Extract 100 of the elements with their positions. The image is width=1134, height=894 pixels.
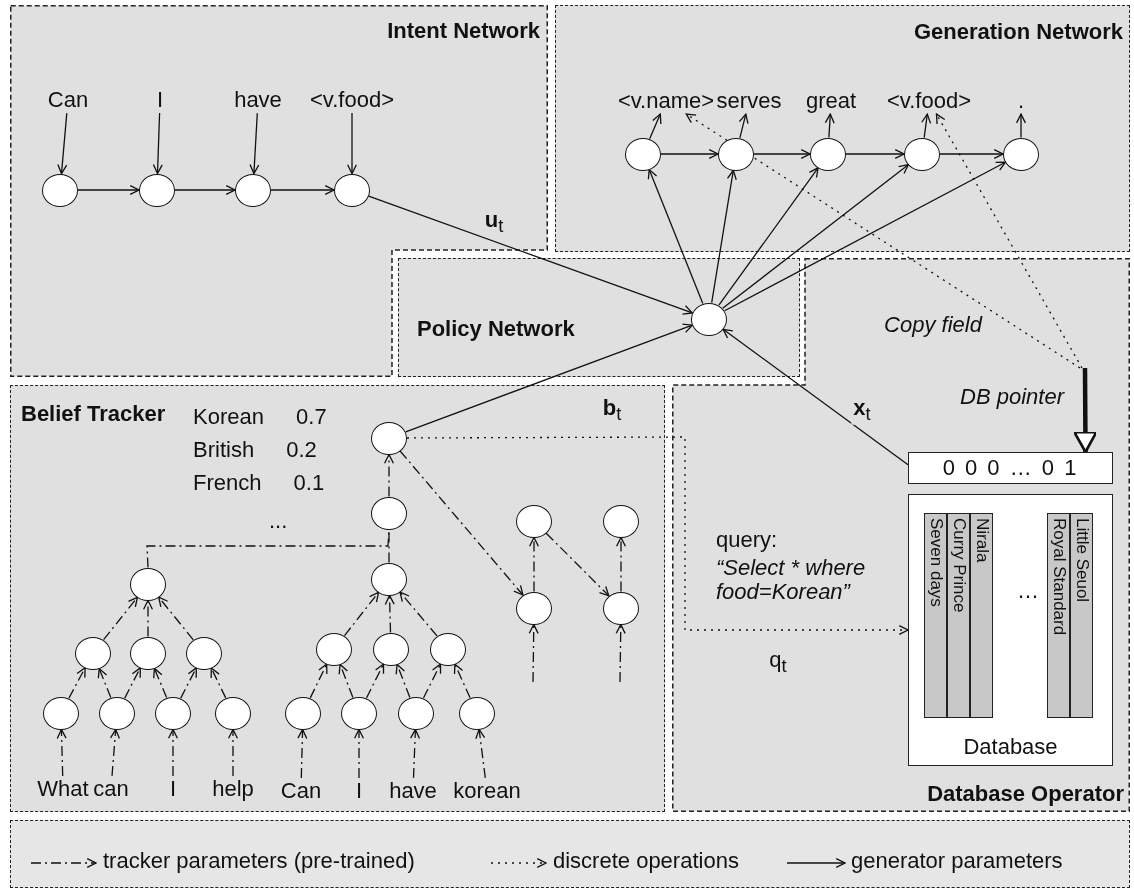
arrow	[722, 328, 909, 466]
word-label: can	[93, 776, 129, 802]
arrow	[685, 113, 1081, 369]
neuron-circle	[186, 636, 222, 670]
panel-title: Belief Tracker	[21, 402, 166, 427]
arrow	[383, 453, 395, 498]
arrow	[711, 169, 737, 304]
table-column: Seven days	[924, 513, 947, 718]
arrow	[718, 167, 819, 306]
legend-label: generator parameters	[851, 849, 1063, 874]
arrow	[68, 667, 86, 699]
query-text: “Select * where food=Korean”	[716, 556, 867, 605]
arrow	[723, 161, 1007, 312]
arrow	[1073, 368, 1098, 454]
neuron-circle	[43, 696, 79, 730]
neuron-circle	[215, 696, 251, 730]
arrow	[124, 667, 141, 699]
word-label: I	[156, 87, 164, 113]
neuron-circle	[718, 137, 754, 171]
neuron-circle	[516, 504, 552, 538]
arrow	[297, 728, 308, 779]
arrow	[365, 663, 385, 699]
arrow	[921, 113, 932, 139]
neuron-circle	[285, 696, 321, 730]
arrow	[647, 168, 704, 305]
probability-entry: ...	[269, 509, 288, 534]
arrow	[270, 184, 335, 196]
neuron-circle	[625, 137, 661, 171]
probability-entry: French 0.1	[193, 471, 325, 496]
arrow	[410, 728, 421, 779]
word-label: serves	[716, 88, 782, 114]
word-label: help	[212, 776, 254, 802]
arrow	[824, 113, 835, 139]
arrow	[845, 148, 905, 160]
neuron-circle	[1003, 137, 1039, 171]
word-label: <v.food>	[887, 88, 971, 114]
arrow	[77, 184, 140, 196]
arrow	[338, 663, 354, 699]
panel	[10, 385, 665, 812]
arrow	[395, 663, 411, 699]
arrow	[56, 728, 67, 777]
neuron-circle	[130, 636, 166, 670]
arrow	[57, 112, 68, 175]
legend-label: tracker parameters (pre-trained)	[103, 849, 415, 874]
panel-title: Generation Network	[913, 20, 1123, 45]
arrow	[346, 112, 358, 175]
database-table	[908, 494, 1113, 766]
arrow	[399, 450, 524, 596]
arrow	[384, 594, 395, 634]
table-column: Little Seuol	[1070, 513, 1093, 718]
probability-entry: British 0.2	[193, 438, 317, 463]
arrow	[1015, 113, 1027, 139]
arrow	[158, 596, 194, 641]
arrow	[109, 728, 121, 777]
arrow	[174, 184, 236, 196]
neuron-circle	[316, 632, 352, 666]
word-label: .	[1017, 88, 1025, 114]
arrow	[753, 148, 811, 160]
panel-title: Intent Network	[387, 19, 540, 44]
arrow	[153, 667, 168, 699]
panel	[555, 5, 1130, 252]
neuron-circle	[603, 591, 639, 625]
arrow	[935, 113, 1083, 369]
neuron-circle	[371, 562, 407, 596]
arrow	[545, 532, 610, 597]
arrow	[939, 148, 1004, 160]
arrow	[102, 596, 139, 641]
arrow	[399, 591, 438, 637]
arrow	[722, 164, 909, 309]
pointer-vector: 0 0 0 … 0 1	[908, 452, 1113, 484]
arrow	[152, 112, 163, 175]
word-label: great	[805, 88, 857, 114]
database-label: Database	[962, 734, 1059, 759]
arrow	[453, 663, 471, 699]
neuron-circle	[371, 496, 407, 530]
word-label: Can	[47, 87, 89, 113]
arrow	[475, 728, 486, 779]
neuron-circle	[904, 137, 940, 171]
word-label: <v.food>	[310, 87, 394, 113]
arrow	[422, 663, 442, 699]
ellipsis-text: …	[1017, 579, 1039, 604]
word-label: I	[169, 776, 177, 802]
word-label: have	[389, 778, 437, 804]
arrow	[615, 536, 627, 593]
arrow	[343, 591, 380, 637]
arrow	[368, 195, 693, 315]
panel-title: Database Operator	[927, 781, 1124, 806]
word-label: What	[37, 776, 89, 802]
arrow	[210, 667, 227, 699]
legend-label: discrete operations	[553, 849, 739, 874]
word-label: have	[234, 87, 282, 113]
arrow	[615, 623, 626, 683]
neuron-circle	[341, 696, 377, 730]
arrow	[97, 667, 112, 699]
word-label: Can	[280, 778, 322, 804]
neuron-circle	[371, 421, 407, 455]
neuron-circle	[603, 504, 639, 538]
word-label: I	[355, 778, 363, 804]
word-label: korean	[453, 778, 521, 804]
probability-entry: Korean 0.7	[193, 405, 327, 430]
